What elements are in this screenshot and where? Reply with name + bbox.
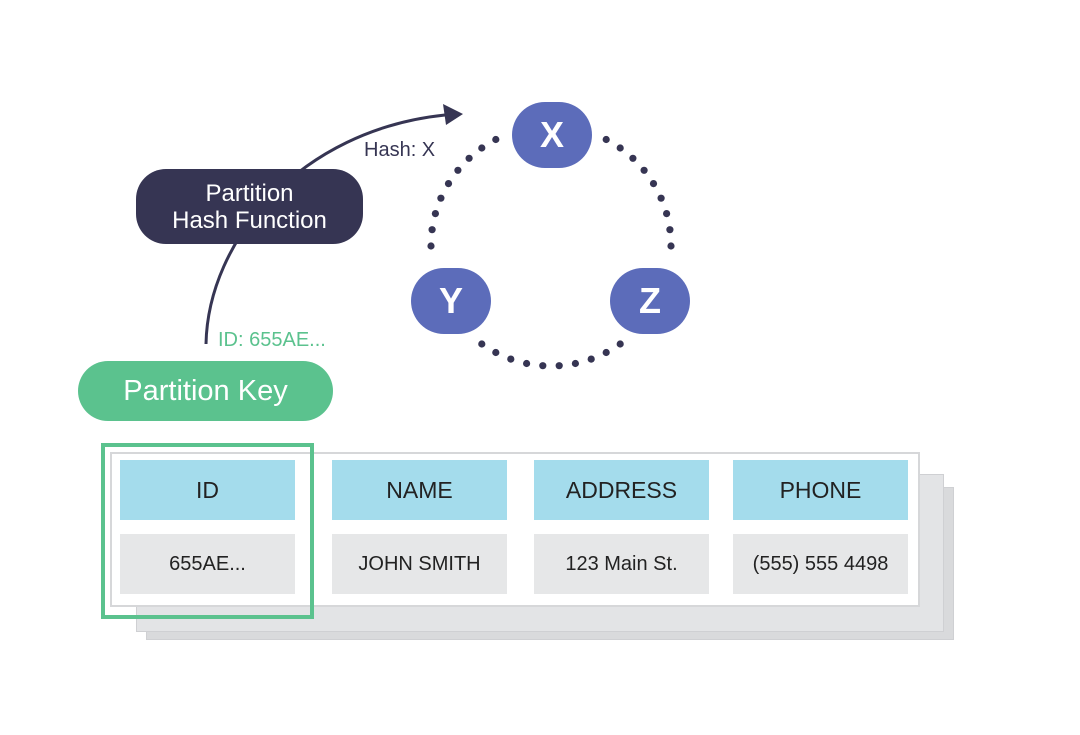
ring-dot <box>427 242 435 250</box>
header-cell-id: ID <box>120 460 295 520</box>
hash-result-label: Hash: X <box>364 139 436 161</box>
ring-dot <box>616 144 624 152</box>
partition-key-box: Partition Key <box>78 361 333 421</box>
ring-dot <box>587 355 595 363</box>
ring-dot <box>667 242 675 250</box>
hash-function-box: Partition Hash Function <box>136 169 363 244</box>
value-cell-name: JOHN SMITH <box>332 534 507 594</box>
ring-dot <box>428 226 436 234</box>
ring-dot <box>507 355 515 363</box>
id-value-label: ID: 655AE... <box>218 329 326 351</box>
header-cell-address: ADDRESS <box>534 460 709 520</box>
ring-dot <box>657 194 665 202</box>
ring-dot <box>555 362 563 370</box>
ring-dot <box>649 180 658 188</box>
ring-dot <box>492 135 500 144</box>
node-x: X <box>512 102 592 168</box>
ring-dot <box>478 144 486 152</box>
ring-dot <box>571 359 580 368</box>
header-cell-name: NAME <box>332 460 507 520</box>
node-ring <box>427 135 675 370</box>
value-cell-phone: (555) 555 4498 <box>733 534 908 594</box>
partition-key-highlight <box>101 443 314 619</box>
ring-dot <box>478 340 486 348</box>
ring-dot <box>454 166 462 174</box>
ring-dot <box>465 154 473 162</box>
ring-dot <box>523 359 531 368</box>
ring-dot <box>629 154 637 162</box>
ring-dot <box>663 210 671 218</box>
value-cell-address: 123 Main St. <box>534 534 709 594</box>
ring-dot <box>602 348 610 357</box>
ring-dot <box>437 194 445 202</box>
node-z: Z <box>610 268 690 334</box>
ring-dot <box>539 362 547 370</box>
hash-function-line2: Hash Function <box>172 206 327 234</box>
ring-dot <box>666 226 674 234</box>
value-cell-id: 655AE... <box>120 534 295 594</box>
node-y: Y <box>411 268 491 334</box>
ring-dot <box>616 340 624 348</box>
header-cell-phone: PHONE <box>733 460 908 520</box>
hash-function-line1: Partition <box>205 179 294 207</box>
ring-dot <box>602 135 610 144</box>
hash-arrow-head <box>443 104 463 125</box>
ring-dot <box>444 180 453 188</box>
ring-dot <box>640 166 648 174</box>
ring-dot <box>431 210 439 218</box>
ring-dot <box>492 348 500 357</box>
